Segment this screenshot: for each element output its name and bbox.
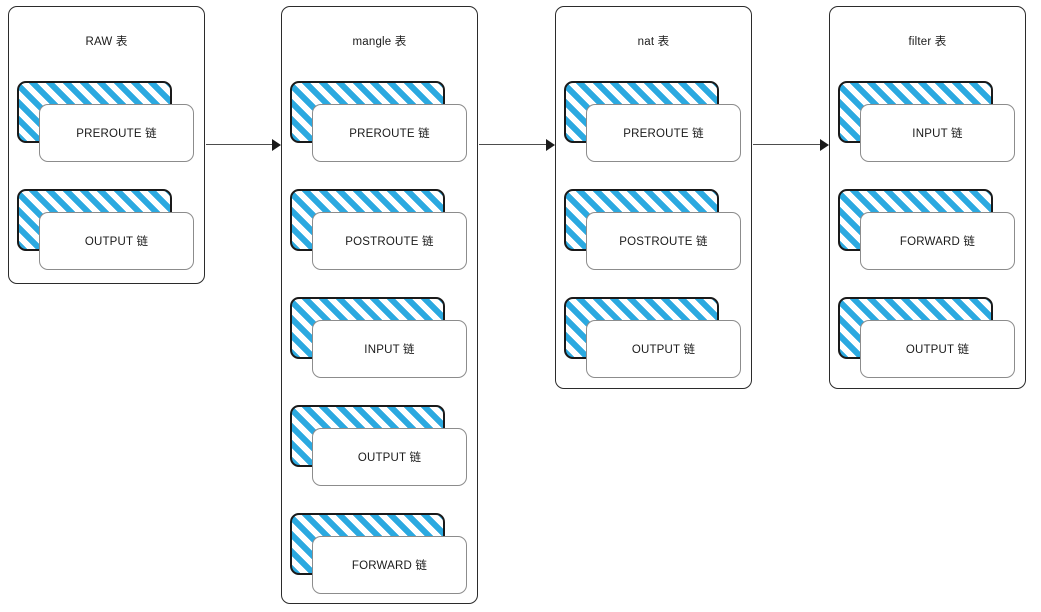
chain-card[interactable]: INPUT 链 [860,104,1015,162]
arrow-raw-to-mangle [206,139,281,151]
chain-raw-0[interactable]: PREROUTE 链 [9,81,206,162]
arrow-nat-to-filter [753,139,829,151]
table-group-nat[interactable]: nat 表 PREROUTE 链 POSTROUTE 链 OUTPUT 链 [555,6,752,389]
table-title-filter: filter 表 [908,36,947,48]
chain-card[interactable]: INPUT 链 [312,320,467,378]
chain-card[interactable]: FORWARD 链 [860,212,1015,270]
chain-card[interactable]: FORWARD 链 [312,536,467,594]
chain-label: OUTPUT 链 [631,344,696,356]
chain-filter-1[interactable]: FORWARD 链 [830,189,1027,270]
table-title-mangle: mangle 表 [352,36,407,48]
chain-card[interactable]: PREROUTE 链 [586,104,741,162]
chain-label: FORWARD 链 [899,236,976,248]
chain-label: PREROUTE 链 [623,128,704,140]
table-group-mangle[interactable]: mangle 表 PREROUTE 链 POSTROUTE 链 INPUT 链 OUTP… [281,6,478,604]
arrow-mangle-to-nat [479,139,555,151]
chain-card[interactable]: PREROUTE 链 [312,104,467,162]
chain-card[interactable]: OUTPUT 链 [312,428,467,486]
chain-label: OUTPUT 链 [357,452,422,464]
arrow-head-icon [820,139,829,151]
chain-card[interactable]: OUTPUT 链 [860,320,1015,378]
chain-label: OUTPUT 链 [905,344,970,356]
arrow-line [206,144,272,146]
chain-raw-1[interactable]: OUTPUT 链 [9,189,206,270]
chain-filter-0[interactable]: INPUT 链 [830,81,1027,162]
chain-card[interactable]: OUTPUT 链 [39,212,194,270]
arrow-line [753,144,820,146]
table-title-nat: nat 表 [637,36,670,48]
chain-label: PREROUTE 链 [76,128,157,140]
chain-label: POSTROUTE 链 [345,236,434,248]
chain-nat-2[interactable]: OUTPUT 链 [556,297,753,378]
chain-mangle-1[interactable]: POSTROUTE 链 [282,189,479,270]
chain-label: PREROUTE 链 [349,128,430,140]
chain-label: INPUT 链 [364,344,415,356]
chain-label: OUTPUT 链 [84,236,149,248]
chain-card[interactable]: POSTROUTE 链 [312,212,467,270]
chain-card[interactable]: OUTPUT 链 [586,320,741,378]
chain-mangle-3[interactable]: OUTPUT 链 [282,405,479,486]
arrow-head-icon [272,139,281,151]
chain-mangle-4[interactable]: FORWARD 链 [282,513,479,594]
chain-nat-0[interactable]: PREROUTE 链 [556,81,753,162]
table-title-raw: RAW 表 [85,36,128,48]
chain-card[interactable]: PREROUTE 链 [39,104,194,162]
table-group-raw[interactable]: RAW 表 PREROUTE 链 OUTPUT 链 [8,6,205,284]
chain-mangle-2[interactable]: INPUT 链 [282,297,479,378]
table-group-filter[interactable]: filter 表 INPUT 链 FORWARD 链 OUTPUT 链 [829,6,1026,389]
chain-mangle-0[interactable]: PREROUTE 链 [282,81,479,162]
arrow-head-icon [546,139,555,151]
chain-filter-2[interactable]: OUTPUT 链 [830,297,1027,378]
chain-label: INPUT 链 [912,128,963,140]
chain-label: FORWARD 链 [351,560,428,572]
chain-card[interactable]: POSTROUTE 链 [586,212,741,270]
chain-label: POSTROUTE 链 [619,236,708,248]
chain-nat-1[interactable]: POSTROUTE 链 [556,189,753,270]
arrow-line [479,144,546,146]
